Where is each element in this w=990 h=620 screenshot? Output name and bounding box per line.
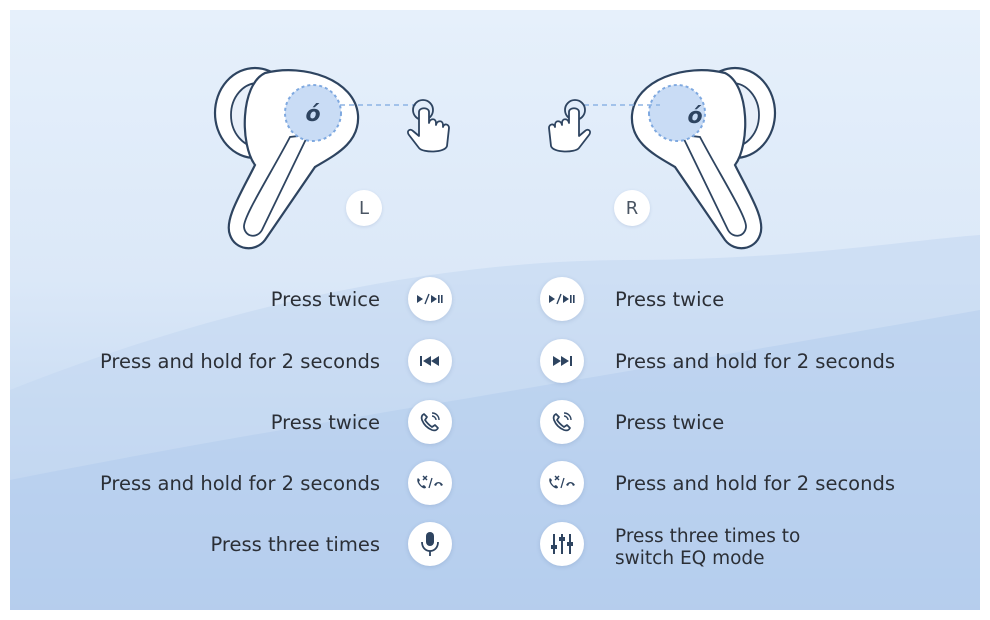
- right-touch-connector: [584, 104, 660, 106]
- left-gesture-text: Press twice: [270, 288, 380, 311]
- svg-text:ó: ó: [687, 104, 702, 129]
- left-earbud-illustration: ó: [213, 66, 360, 250]
- right-earbud-label: R: [614, 190, 650, 226]
- right-earbud-illustration: ó: [630, 66, 777, 250]
- microphone-icon: [408, 522, 452, 566]
- right-gesture-text: Press three times to switch EQ mode: [615, 526, 875, 570]
- left-touch-area: [284, 84, 342, 142]
- equalizer-icon: [540, 522, 584, 566]
- left-earbud-label: L: [346, 190, 382, 226]
- reject-end-call-icon: [408, 461, 452, 505]
- left-gesture-text: Press and hold for 2 seconds: [99, 472, 380, 495]
- previous-track-icon: [408, 339, 452, 383]
- right-gesture-text: Press and hold for 2 seconds: [615, 472, 896, 495]
- right-gesture-text: Press and hold for 2 seconds: [615, 350, 896, 373]
- left-touch-connector: [340, 104, 416, 106]
- left-gesture-text: Press three times: [210, 533, 380, 556]
- svg-text:ó: ó: [305, 102, 320, 127]
- right-gesture-text-line1: Press three times to: [615, 526, 801, 547]
- answer-call-icon: [408, 400, 452, 444]
- touch-hand-icon: [407, 99, 450, 153]
- right-gesture-text-line2: switch EQ mode: [615, 548, 765, 569]
- reject-end-call-icon: [540, 461, 584, 505]
- left-gesture-text: Press and hold for 2 seconds: [99, 350, 380, 373]
- play-pause-icon: [408, 277, 452, 321]
- answer-call-icon: [540, 400, 584, 444]
- touch-hand-icon: [548, 99, 591, 153]
- controls-panel: ó L ó R Press twice: [10, 10, 980, 610]
- background-wave: [10, 235, 980, 610]
- play-pause-icon: [540, 277, 584, 321]
- next-track-icon: [540, 339, 584, 383]
- left-gesture-text: Press twice: [270, 411, 380, 434]
- right-gesture-text: Press twice: [615, 288, 725, 311]
- right-gesture-text: Press twice: [615, 411, 725, 434]
